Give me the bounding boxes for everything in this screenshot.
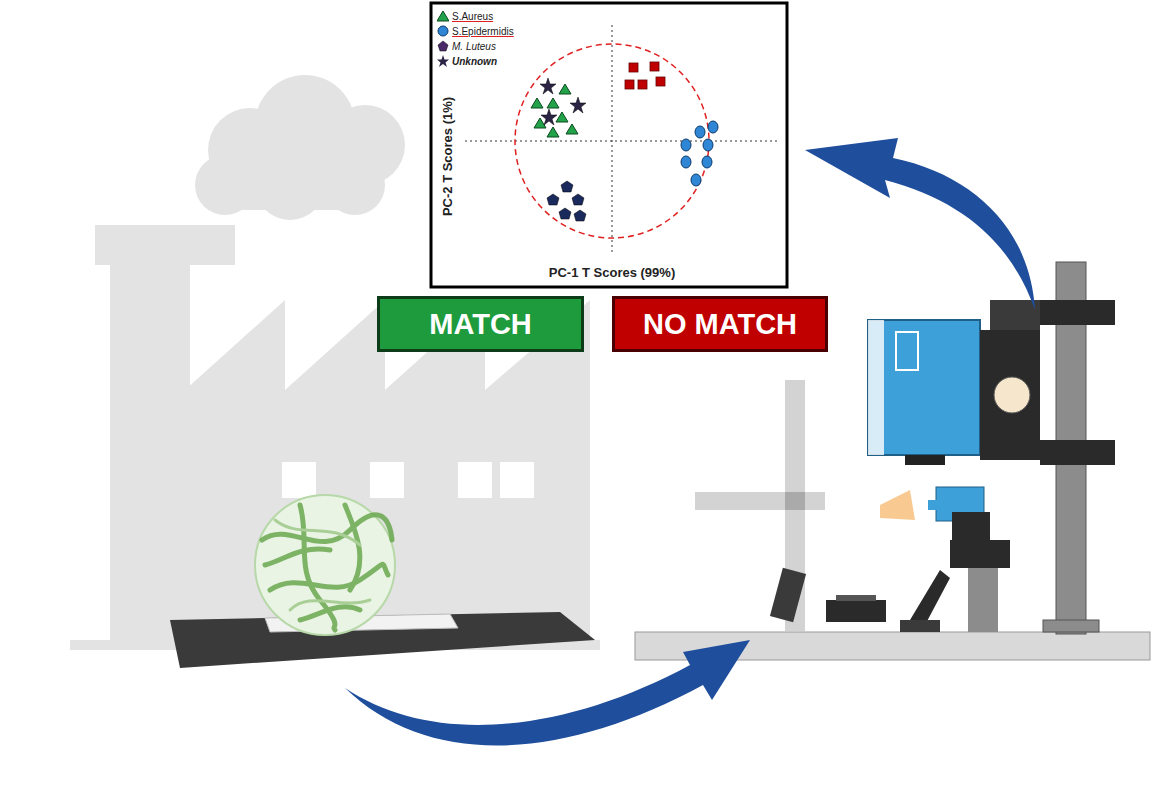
hyperspectral-instrument xyxy=(635,262,1150,660)
x-axis-title: PC-1 T Scores (99%) xyxy=(549,265,675,280)
legend-text: Unknown xyxy=(452,56,497,67)
y-axis-title: PC-2 T Scores (1%) xyxy=(440,96,455,215)
legend-text: M. Luteus xyxy=(452,41,496,52)
box-label: NO MATCH xyxy=(643,308,797,341)
legend-marker xyxy=(437,40,449,52)
legend-entry: S.Epidermidis xyxy=(437,25,514,37)
legend-entry: M. Luteus xyxy=(437,40,496,52)
box-label: MATCH xyxy=(429,308,532,341)
legend-entry: S.Aureus xyxy=(437,10,493,22)
sample-stage xyxy=(170,612,595,668)
no-match-box: NO MATCH xyxy=(612,296,828,352)
score-plot xyxy=(465,25,780,255)
legend-marker xyxy=(437,25,449,37)
match-box: MATCH xyxy=(377,296,584,352)
legend-marker xyxy=(437,55,449,67)
legend-text: S.Epidermidis xyxy=(452,26,514,37)
legend-entry: Unknown xyxy=(437,55,497,67)
microscope-view xyxy=(255,495,395,635)
legend-text: S.Aureus xyxy=(452,11,493,22)
score-plot-frame xyxy=(431,3,787,287)
legend-marker xyxy=(437,10,449,22)
